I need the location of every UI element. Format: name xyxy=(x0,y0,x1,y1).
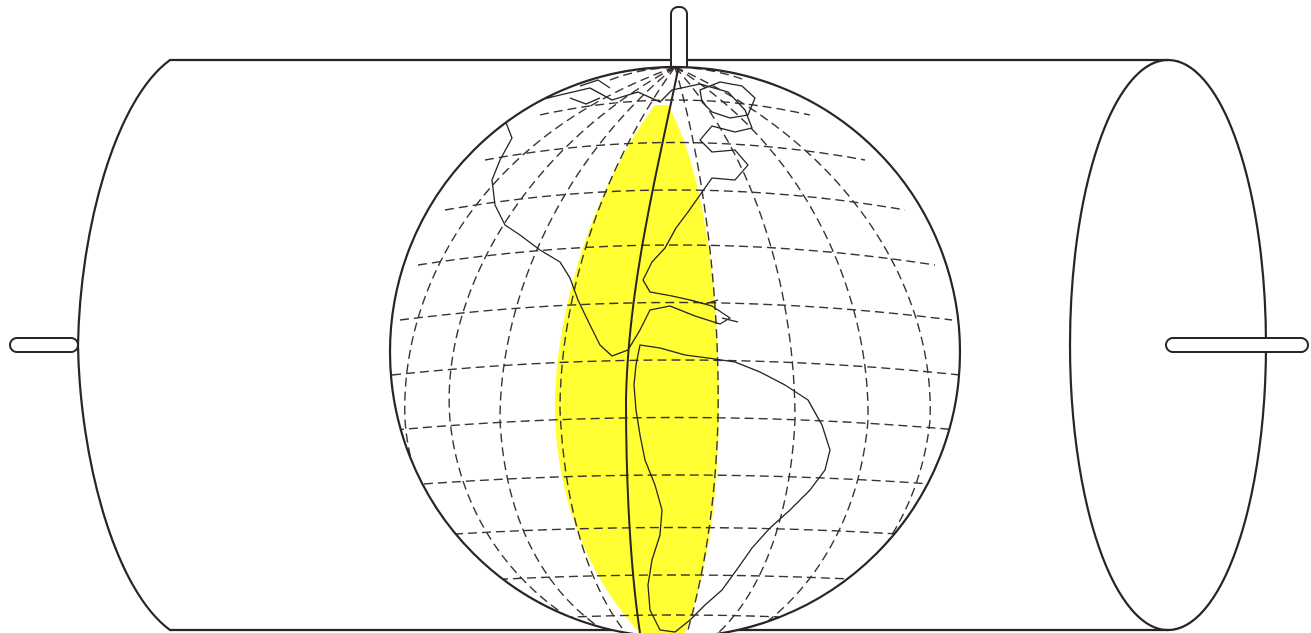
globe xyxy=(390,67,960,633)
left-axis-rod xyxy=(10,338,78,352)
right-axis-rod xyxy=(1166,338,1308,352)
cylinder-left-end xyxy=(78,60,170,630)
